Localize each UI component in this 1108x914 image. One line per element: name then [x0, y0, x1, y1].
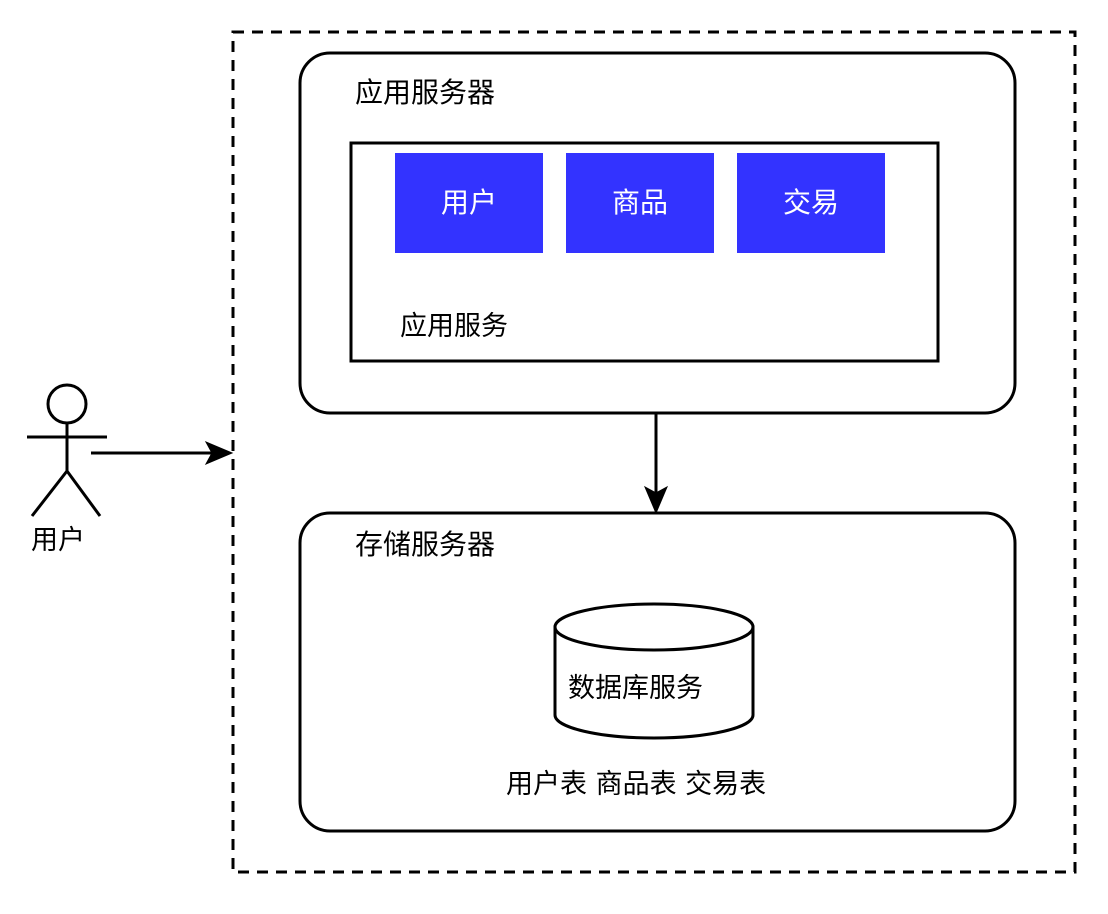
service-box-product[interactable]: 商品: [566, 153, 714, 253]
app-service-group-label: 应用服务: [400, 311, 508, 342]
service-box-user-label: 用户: [440, 186, 497, 219]
service-box-transaction-label: 交易: [782, 186, 839, 219]
database-service-label: 数据库服务: [568, 673, 703, 704]
service-box-product-label: 商品: [611, 186, 668, 219]
database-cylinder-icon[interactable]: [553, 602, 755, 740]
actor-label: 用户: [31, 525, 85, 556]
user-to-system-arrow: [91, 440, 234, 466]
app-to-storage-arrow: [643, 413, 669, 515]
storage-tables-label: 用户表 商品表 交易表: [506, 769, 767, 800]
stick-figure-actor-icon: [27, 383, 107, 517]
app-server-title: 应用服务器: [355, 76, 496, 109]
service-box-transaction[interactable]: 交易: [737, 153, 885, 253]
system-boundary: [231, 30, 1077, 874]
storage-server-title: 存储服务器: [355, 528, 496, 561]
service-box-user[interactable]: 用户: [395, 153, 543, 253]
